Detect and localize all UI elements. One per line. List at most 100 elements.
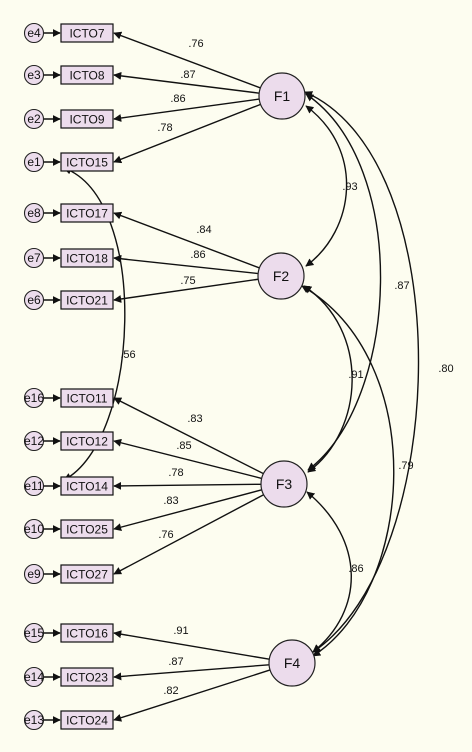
loading-arrow-icto11 [113,397,264,475]
loading-arrow-icto17 [113,211,260,269]
correlation-value-f2-f3: .91 [348,369,363,381]
error-node-e7 [23,247,45,269]
loading-arrow-icto24 [113,669,271,722]
error-label-e7: e7 [27,251,41,265]
error-covariance-value-e1-e11: .56 [120,349,135,361]
indicator-node-icto9 [60,109,114,129]
indicator-node-icto17 [60,203,114,223]
loading-value-icto25: .83 [163,495,178,507]
path-layer [43,29,420,724]
error-node-e9 [23,563,45,585]
indicator-node-icto7 [60,23,114,43]
indicator-node-icto11 [60,388,114,408]
error-label-e10: e10 [24,522,44,536]
indicator-node-icto16 [60,623,114,643]
loading-arrow-icto8 [113,71,260,94]
label-layer: e4 ICTO7 .76 e3 ICTO8 .87 e2 ICTO9 .86 e1 ICTO15 .7… [24,26,454,728]
indicator-label-icto7: ICTO7 [69,27,104,41]
error-node-e10 [23,518,45,540]
error-node-e2 [23,108,45,130]
loading-arrow-icto7 [113,31,261,89]
indicator-label-icto25: ICTO25 [66,523,108,537]
factor-node-f4 [268,639,316,687]
indicator-node-icto18 [60,248,114,268]
error-label-e6: e6 [27,293,41,307]
error-label-e4: e4 [27,26,41,40]
indicator-node-icto21 [60,290,114,310]
error-covariance-arrow-e1-e11 [63,166,126,481]
node-layer [23,22,316,731]
correlation-arrow-f3-f4 [306,491,352,653]
loading-arrow-icto25 [113,489,262,532]
error-label-e16: e16 [24,391,44,405]
correlation-arrow-f1-f3 [305,93,382,471]
correlation-value-f1-f4: .80 [438,363,453,375]
error-node-e4 [23,22,45,44]
indicator-node-icto27 [60,564,114,584]
loading-arrow-icto21 [113,278,259,303]
loading-value-icto11: .83 [187,413,202,425]
indicator-node-icto12 [60,431,114,451]
loading-value-icto14: .78 [168,467,183,479]
error-node-e14 [23,666,45,688]
loading-value-icto17: .84 [196,224,211,236]
factor-node-f1 [258,72,306,120]
loading-value-icto23: .87 [168,656,183,668]
loading-value-icto21: .75 [180,275,195,287]
error-node-e8 [23,202,45,224]
indicator-label-icto18: ICTO18 [66,252,108,266]
indicator-label-icto9: ICTO9 [69,113,104,127]
indicator-label-icto11: ICTO11 [67,392,108,406]
indicator-node-icto24 [60,710,114,730]
error-node-e15 [23,622,45,644]
loading-arrow-icto27 [113,494,264,575]
indicator-label-icto8: ICTO8 [69,69,104,83]
indicator-label-icto14: ICTO14 [66,480,108,494]
error-node-e3 [23,64,45,86]
error-node-e6 [23,289,45,311]
indicator-node-icto8 [60,65,114,85]
factor-node-f3 [260,460,308,508]
correlation-arrow-f2-f3 [303,285,353,473]
indicator-label-icto23: ICTO23 [66,671,108,685]
factor-label-f1: F1 [274,88,291,104]
loading-arrow-icto14 [113,481,262,490]
indicator-label-icto27: ICTO27 [66,568,108,582]
loading-arrow-icto18 [113,254,259,275]
error-label-e13: e13 [24,713,44,727]
loading-value-icto27: .76 [158,529,173,541]
error-label-e1: e1 [27,155,41,169]
correlation-arrow-f1-f2 [305,105,348,267]
error-label-e3: e3 [27,68,41,82]
loading-value-icto18: .86 [190,249,205,261]
indicator-label-icto17: ICTO17 [66,207,108,221]
loading-arrow-icto15 [113,103,261,164]
error-label-e9: e9 [27,567,41,581]
indicator-node-icto23 [60,667,114,687]
error-label-e2: e2 [27,112,41,126]
error-label-e11: e11 [24,479,43,493]
loading-arrow-icto16 [113,630,270,660]
error-node-e16 [23,387,45,409]
error-node-e11 [23,475,45,497]
error-label-e14: e14 [24,670,44,684]
loading-value-icto12: .85 [176,440,191,452]
error-label-e15: e15 [24,626,44,640]
loading-value-icto8: .87 [180,69,195,81]
factor-label-f3: F3 [276,476,293,492]
loading-value-icto24: .82 [163,685,178,697]
indicator-label-icto12: ICTO12 [66,435,108,449]
correlation-arrow-f2-f4 [301,285,395,657]
loading-value-icto7: .76 [188,38,203,50]
correlation-arrow-f1-f4 [304,91,420,653]
indicator-node-icto14 [60,476,114,496]
factor-label-f2: F2 [273,268,290,284]
loading-value-icto15: .78 [157,122,172,134]
correlation-value-f1-f3: .87 [394,280,409,292]
error-node-e13 [23,709,45,731]
indicator-label-icto15: ICTO15 [66,156,108,170]
correlation-value-f2-f4: .79 [398,460,413,472]
error-label-e8: e8 [27,206,41,220]
indicator-node-icto15 [60,152,114,172]
